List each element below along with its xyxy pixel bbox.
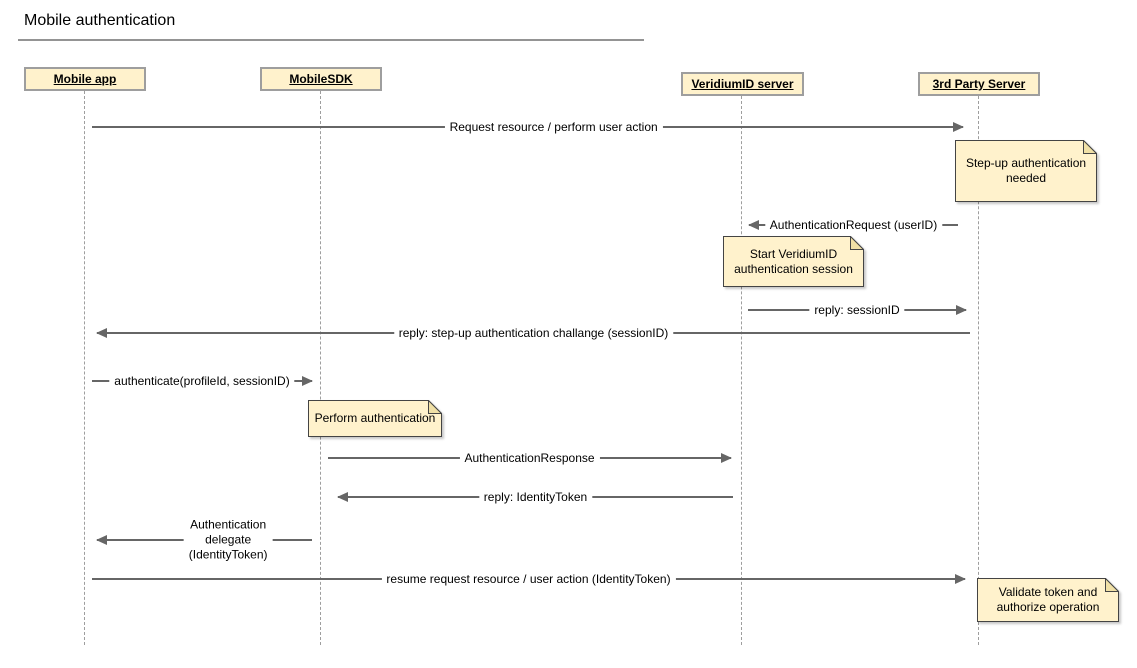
message-label: AuthenticationResponse — [459, 451, 600, 465]
note-text: Step-up authentication needed — [965, 156, 1087, 185]
arrowhead-right-icon — [956, 305, 967, 315]
actor-box-mobile-sdk: MobileSDK — [260, 67, 382, 91]
arrowhead-left-icon — [96, 328, 107, 338]
diagram-title: Mobile authentication — [24, 12, 176, 29]
arrowhead-right-icon — [955, 574, 966, 584]
message-reply-sessionid: reply: sessionID — [748, 303, 967, 317]
arrowhead-right-icon — [721, 453, 732, 463]
arrowhead-left-icon — [748, 220, 759, 230]
message-label: AuthenticationRequest (userID) — [764, 218, 943, 232]
lifeline-third-party-server — [978, 96, 979, 645]
message-label: authenticate(profileId, sessionID) — [109, 374, 295, 388]
title-underline — [18, 39, 644, 41]
message-label: reply: step-up authentication challange … — [393, 326, 674, 340]
message-authentication-request: AuthenticationRequest (userID) — [748, 218, 958, 232]
message-label: Request resource / perform user action — [444, 120, 663, 134]
note-shape-icon — [723, 236, 864, 287]
actor-label: VeridiumID server — [691, 77, 794, 91]
actor-label: 3rd Party Server — [932, 77, 1026, 91]
message-stepup-challenge: reply: step-up authentication challange … — [96, 326, 970, 340]
actor-label: Mobile app — [53, 72, 117, 86]
note-perform-authentication: Perform authentication — [308, 400, 442, 437]
note-shape-icon — [308, 400, 442, 437]
lifeline-mobile-sdk — [320, 91, 321, 645]
message-authentication-delegate: Authentication delegate (IdentityToken) — [96, 517, 312, 563]
note-text: Perform authentication — [314, 411, 436, 425]
note-step-up-needed: Step-up authentication needed — [955, 140, 1097, 202]
message-authenticate: authenticate(profileId, sessionID) — [92, 374, 313, 388]
lifeline-veridiumid-server — [741, 96, 742, 645]
arrowhead-left-icon — [337, 492, 348, 502]
note-text: Validate token and authorize operation — [996, 585, 1100, 614]
actor-box-third-party-server: 3rd Party Server — [918, 72, 1040, 96]
message-label: reply: IdentityToken — [478, 490, 593, 504]
lifeline-mobile-app — [84, 91, 85, 645]
message-reply-identitytoken: reply: IdentityToken — [337, 490, 733, 504]
arrowhead-right-icon — [302, 376, 313, 386]
note-shape-icon — [977, 578, 1119, 622]
arrowhead-right-icon — [953, 122, 964, 132]
message-resume-request: resume request resource / user action (I… — [92, 572, 966, 586]
actor-box-veridiumid-server: VeridiumID server — [681, 72, 804, 96]
message-request-resource: Request resource / perform user action — [92, 120, 964, 134]
message-label: reply: sessionID — [809, 303, 905, 317]
note-validate-token: Validate token and authorize operation — [977, 578, 1119, 622]
note-start-session: Start VeridiumID authentication session — [723, 236, 864, 287]
note-text: Start VeridiumID authentication session — [734, 246, 853, 276]
message-authentication-response: AuthenticationResponse — [328, 451, 732, 465]
actor-label: MobileSDK — [289, 72, 353, 86]
arrowhead-left-icon — [96, 535, 107, 545]
actor-box-mobile-app: Mobile app — [24, 67, 146, 91]
message-label: resume request resource / user action (I… — [381, 572, 676, 586]
note-shape-icon — [955, 140, 1097, 202]
message-label: Authentication delegate (IdentityToken) — [183, 517, 273, 563]
